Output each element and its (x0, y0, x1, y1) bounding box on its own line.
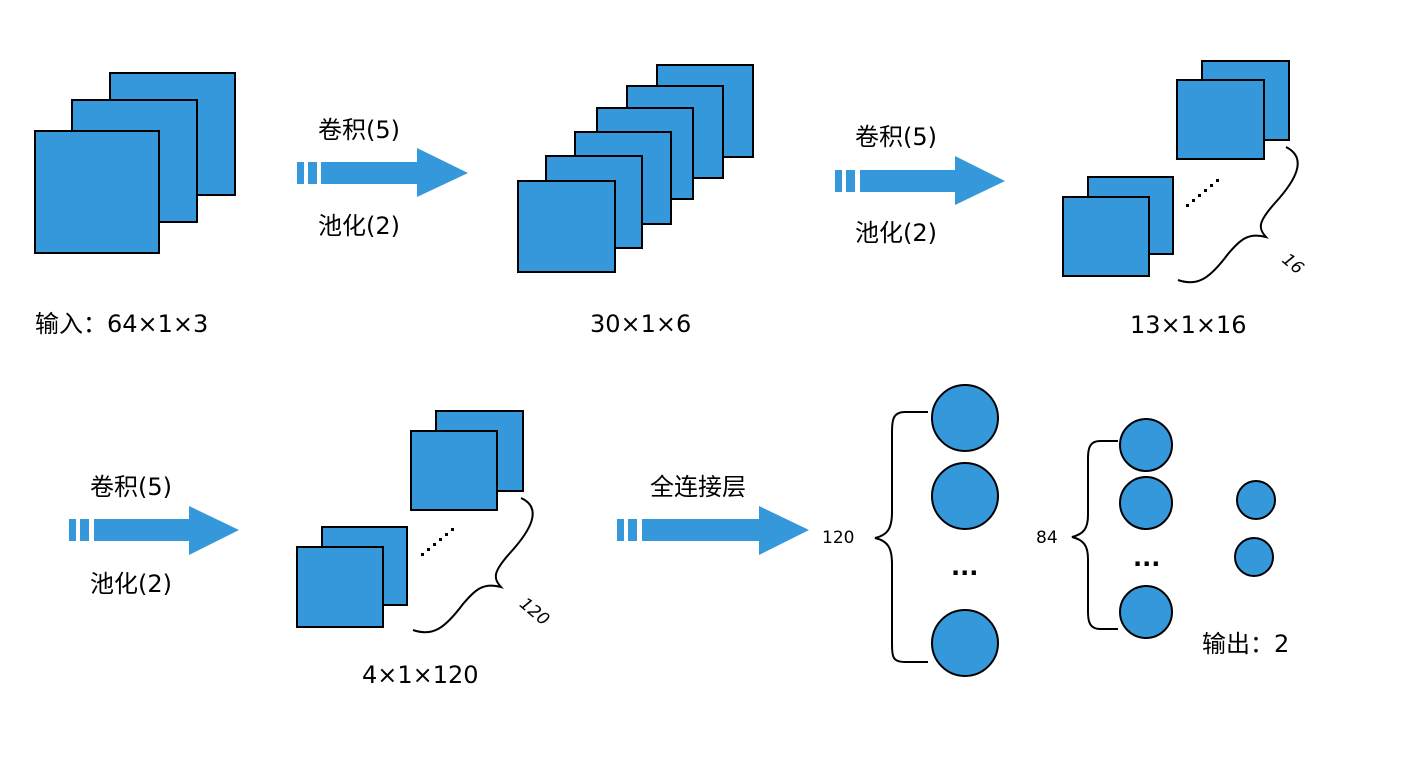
brace (412, 497, 534, 634)
layer1-feature-maps (517, 64, 754, 273)
layer2-feature-maps: 16 (1062, 60, 1308, 284)
arrow-label-pool: 池化(2) (318, 212, 400, 240)
brace-count: 16 (1278, 250, 1308, 279)
feature-map (517, 180, 616, 273)
input-feature-maps (34, 72, 236, 254)
arrow-tail-bar (835, 170, 842, 192)
arrow-conv-pool-1: 卷积(5) 池化(2) (297, 116, 468, 240)
arrow-tail-bar (308, 162, 317, 184)
arrow-conv-pool-2: 卷积(5) 池化(2) (835, 123, 1005, 247)
output-label: 输出：2 (1202, 630, 1289, 658)
neuron-node (1236, 480, 1276, 520)
fc-layer-84: 84 ... (1036, 418, 1173, 639)
neuron-node (1119, 476, 1173, 530)
ellipsis: ... (951, 553, 978, 581)
feature-map (1176, 79, 1265, 160)
feature-map (410, 430, 498, 511)
continuation-dots (1186, 179, 1219, 207)
arrow-label-pool: 池化(2) (90, 570, 172, 598)
feature-map (296, 546, 384, 628)
arrow-conv-pool-3: 卷积(5) 池化(2) (69, 473, 239, 598)
brace (1071, 440, 1118, 630)
neuron-node (1234, 537, 1274, 577)
neuron-node (1119, 418, 1173, 472)
neuron-node (931, 384, 999, 452)
arrow-tail-bar (297, 162, 304, 184)
feature-map (1062, 196, 1150, 277)
arrow-tail-bar (846, 170, 855, 192)
neuron-node (1119, 585, 1173, 639)
neuron-node (931, 609, 999, 677)
brace (874, 411, 928, 663)
ellipsis: ... (1133, 544, 1160, 572)
arrow-tail-bar (80, 519, 89, 541)
arrow-label-pool: 池化(2) (855, 219, 937, 247)
output-layer (1234, 480, 1276, 577)
brace-count: 84 (1036, 528, 1058, 548)
arrow-right-icon (94, 506, 239, 555)
arrow-right-icon (860, 156, 1005, 205)
brace (1177, 146, 1299, 284)
continuation-dots (421, 528, 454, 556)
arrow-label-conv: 卷积(5) (855, 123, 937, 151)
arrow-tail-bar (69, 519, 76, 541)
arrow-right-icon (321, 148, 468, 197)
arrow-tail-bar (617, 519, 624, 541)
neuron-node (931, 462, 999, 530)
arrow-tail-bar (628, 519, 637, 541)
feature-map (34, 130, 160, 254)
layer3-feature-maps: 120 (296, 410, 553, 634)
arrow-right-icon (642, 506, 809, 555)
layer1-label: 30×1×6 (590, 310, 691, 338)
layer3-label: 4×1×120 (362, 661, 479, 689)
arrow-fully-connected: 全连接层 (617, 473, 809, 555)
input-label: 输入：64×1×3 (35, 310, 208, 338)
arrow-label-fc: 全连接层 (650, 473, 746, 501)
fc-layer-120: 120 ... (822, 384, 999, 677)
arrow-label-conv: 卷积(5) (90, 473, 172, 501)
brace-count: 120 (515, 594, 553, 630)
layer2-label: 13×1×16 (1130, 311, 1247, 339)
arrow-label-conv: 卷积(5) (318, 116, 400, 144)
brace-count: 120 (822, 528, 854, 548)
